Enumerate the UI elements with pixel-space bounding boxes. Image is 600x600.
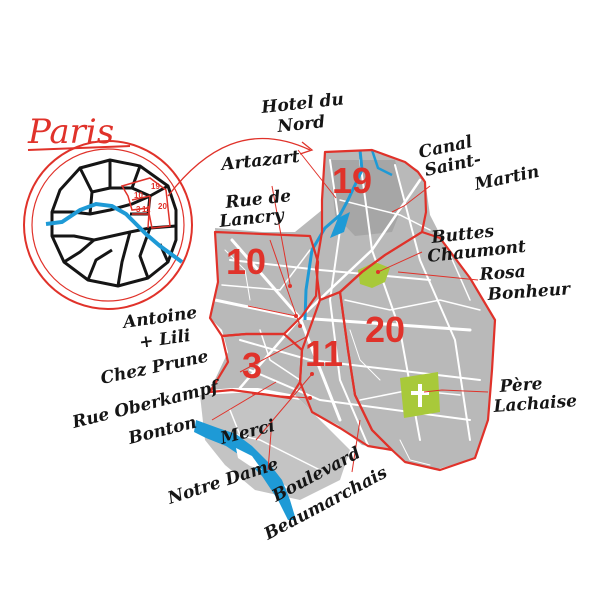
place-dots: [288, 270, 380, 400]
inset-num-19: 19: [151, 182, 160, 191]
cross-icon: [411, 384, 429, 407]
map-title: Paris: [27, 112, 114, 152]
inset-map: 19 10 20 3 11: [23, 140, 193, 310]
border-11: [298, 290, 394, 452]
label-pere-lachaise-1: Père: [498, 374, 543, 397]
border-3: [208, 332, 304, 400]
label-hotel-du-nord-2: Nord: [275, 112, 326, 137]
block-dark: [330, 160, 405, 236]
district-map: 19 10 20 3 11: [194, 148, 497, 520]
arrow-head-icon: [299, 141, 314, 155]
district-borders: [208, 148, 497, 472]
inset-disk: [31, 148, 185, 302]
arr-11: 11: [305, 333, 343, 374]
canal-upper: [370, 149, 393, 177]
canal-saint-martin: [303, 149, 364, 321]
seine-river: [194, 420, 296, 520]
border-10: [208, 230, 320, 338]
title-underline: [27, 145, 131, 151]
inset-highlight: [120, 177, 171, 229]
seine-island: [236, 448, 262, 470]
inset-num-3: 3: [136, 205, 141, 214]
label-antoine-lili-2: + Lili: [138, 326, 192, 353]
leader-lines: [211, 149, 489, 473]
arr-20: 20: [365, 309, 405, 350]
canal-basin: [330, 212, 350, 238]
inset-num-11: 11: [142, 205, 151, 214]
label-artazart: Artazart: [218, 147, 300, 175]
city-fabric-south: [200, 392, 350, 500]
inset-seine: [45, 201, 184, 264]
arr-10: 10: [226, 241, 266, 282]
inset-num-20: 20: [158, 202, 167, 211]
inset-num-10: 10: [134, 191, 143, 200]
label-rosa-bonheur-1: Rosa: [478, 262, 526, 285]
arr-19: 19: [332, 160, 372, 201]
label-bonton: Bonton: [125, 413, 198, 449]
connector-arrow: [167, 137, 311, 197]
